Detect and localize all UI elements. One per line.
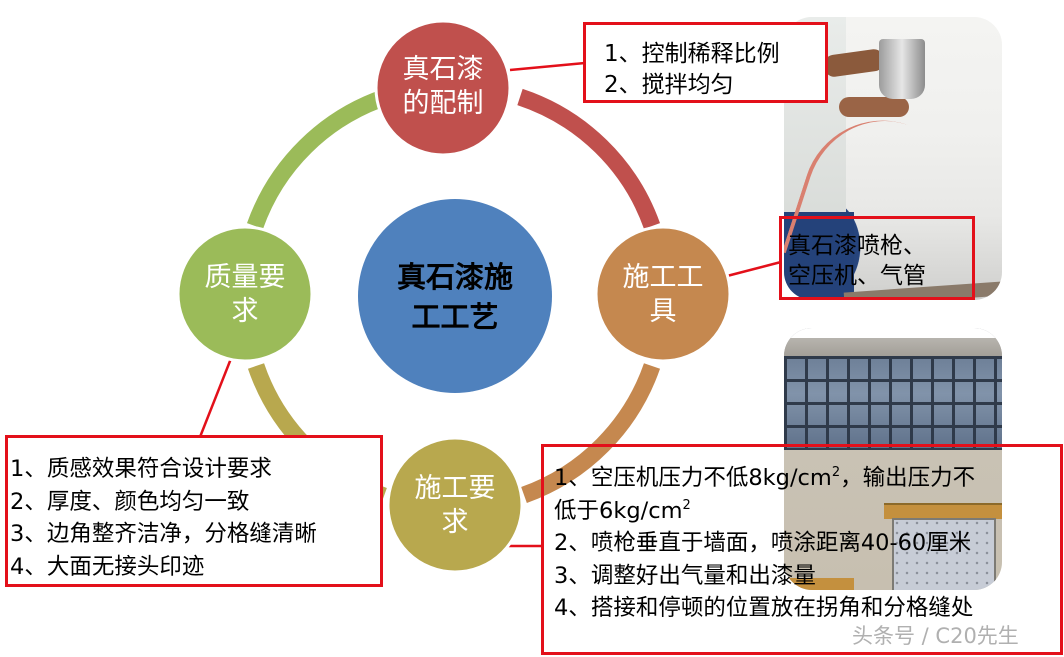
node-tools-line2: 具 [649,296,677,327]
connector-mixing [509,61,586,72]
node-tools-circle [594,225,732,363]
callout-quality-item-1: 1、质感效果符合设计要求 [10,456,272,482]
callout-mixing-item-1: 1、控制稀释比例 [604,41,780,67]
item-1-wrap-text: 低于6kg/cm [554,497,683,524]
callout-quality-item-2: 2、厚度、颜色均匀一致 [10,488,250,515]
item-1-text: 1、空压机压力不低8kg/cm [554,465,832,491]
callout-construction-item-2: 2、喷枪垂直于墙面，喷涂距离40-60厘米 [554,530,972,556]
callout-construction-item-3: 3、调整好出气量和出漆量 [554,562,816,589]
spray-gun-photo [784,17,1002,300]
center-title-line1: 真石漆施 [396,260,513,294]
node-tools-line1: 施工工 [622,262,704,293]
callout-tools: 真石漆喷枪、 空压机、气管 [779,216,975,300]
callout-construction: 1、空压机压力不低8kg/cm2，输出压力不 低于6kg/cm2 2、喷枪垂直于… [541,444,1063,655]
center-title-line2: 工工艺 [411,300,499,334]
superscript-2: 2 [831,465,841,480]
node-construction-line2: 求 [441,507,469,538]
center-title: 真石漆施 工工艺 [365,257,545,337]
callout-quality-item-3: 3、边角整齐洁净，分格缝清晰 [10,521,317,547]
arc-mixing-to-tools [517,88,661,229]
callout-quality-item-4: 4、大面无接头印迹 [10,553,205,580]
callout-tools-item-2: 空压机、气管 [788,263,926,289]
node-mixing-line2: 的配制 [402,88,484,119]
gondola-platform [884,503,1002,519]
item-1-text-cont: ，输出压力不 [840,465,976,491]
building-windows [784,356,1002,450]
worker-pants [784,212,854,300]
node-tools: 施工工 具 [598,261,728,329]
callout-mixing: 1、控制稀释比例 2、搅拌均匀 [583,22,828,103]
node-quality: 质量要 求 [180,261,310,329]
facade-panel [892,518,996,590]
building-roof [784,328,1002,356]
connector-quality [198,355,234,438]
building-facade-photo [784,328,1002,590]
callout-construction-item-1: 1、空压机压力不低8kg/cm2，输出压力不 [554,462,1060,495]
node-quality-line1: 质量要 [204,262,286,293]
connector-tools [726,260,782,278]
callout-tools-item-1: 真石漆喷枪、 [788,233,926,259]
node-construction-circle [386,436,524,574]
worker-arm-lower [839,97,909,117]
callout-quality: 1、质感效果符合设计要求 2、厚度、颜色均匀一致 3、边角整齐洁净，分格缝清晰 … [5,435,383,587]
arc-quality-to-mixing [246,88,389,229]
gondola-platform-left [784,578,854,590]
callout-construction-item-1-wrap: 低于6kg/cm2 [554,495,1060,528]
center-circle [358,199,552,393]
superscript-2: 2 [682,497,691,513]
node-construction: 施工要 求 [390,472,520,540]
node-mixing-circle [374,19,512,157]
node-quality-circle [176,225,314,363]
node-quality-line2: 求 [231,296,259,327]
callout-mixing-item-2: 2、搅拌均匀 [604,72,734,98]
node-mixing: 真石漆 的配制 [378,53,508,121]
node-construction-line1: 施工要 [414,473,496,504]
node-mixing-line1: 真石漆 [402,54,484,85]
watermark: 头条号 / C20先生 [852,624,1019,648]
callout-construction-item-4: 4、搭接和停顿的位置放在拐角和分格缝处 [554,595,974,621]
spray-gun-hopper [879,39,925,99]
